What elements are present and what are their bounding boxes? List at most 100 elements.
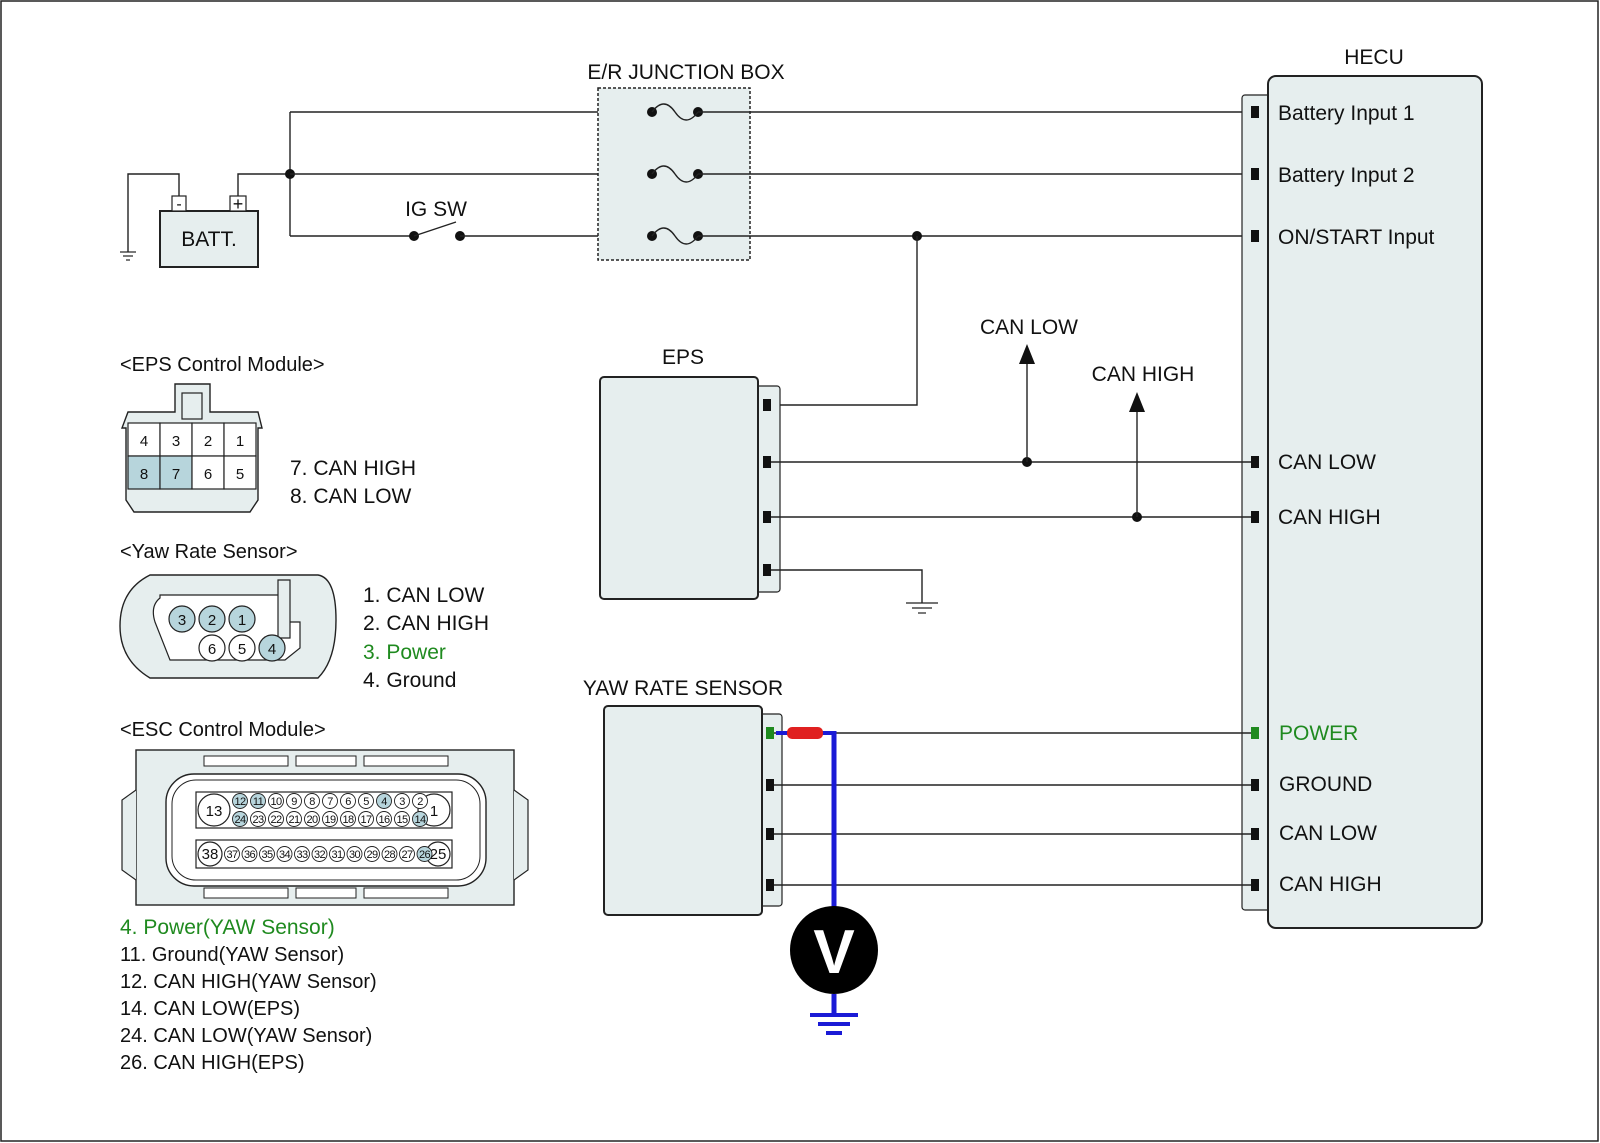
esc-pin-number: 28: [384, 849, 396, 861]
esc-pin-number: 12: [234, 796, 246, 808]
battery-ground-icon: [120, 251, 136, 261]
voltmeter: V: [776, 727, 878, 1035]
hecu-pin-label: POWER: [1279, 722, 1358, 745]
esc-pin-number: 13: [206, 803, 223, 820]
esc-pin-number: 29: [366, 849, 378, 861]
junction-box-label: E/R JUNCTION BOX: [587, 61, 784, 84]
yaw-pin-number: 5: [238, 641, 246, 658]
esc-pin-number: 4: [381, 796, 387, 808]
esc-pin-number: 8: [309, 796, 315, 808]
yaw-pin-number: 4: [268, 641, 276, 658]
battery: BATT. - +: [120, 173, 290, 268]
eps-pin-number: 5: [236, 466, 244, 483]
eps-pin-number: 4: [140, 433, 148, 450]
hecu-pin-label: GROUND: [1279, 773, 1372, 796]
yaw-pin-number: 3: [178, 612, 186, 629]
esc-pin-number: 20: [306, 814, 318, 826]
junction-box: E/R JUNCTION BOX: [587, 61, 785, 261]
hecu-pin-label: CAN HIGH: [1278, 506, 1381, 529]
eps-pin-number: 1: [236, 433, 244, 450]
voltmeter-ground-icon: [810, 1013, 858, 1035]
yaw-label: YAW RATE SENSOR: [583, 677, 783, 700]
eps-pin-number: 7: [172, 466, 180, 483]
esc-pin-number: 6: [345, 796, 351, 808]
yaw-rate-sensor: YAW RATE SENSOR: [583, 677, 783, 916]
eps-legend-item: 7. CAN HIGH: [290, 457, 416, 480]
hecu-label: HECU: [1344, 46, 1404, 69]
yaw-legend-item: 1. CAN LOW: [363, 584, 485, 607]
esc-pin-number: 1: [430, 803, 438, 820]
esc-legend-item: 11. Ground(YAW Sensor): [120, 944, 344, 966]
esc-pin-number: 27: [401, 849, 413, 861]
hecu-pin-label: CAN HIGH: [1279, 873, 1382, 896]
esc-pin-number: 18: [342, 814, 354, 826]
esc-pin-number: 7: [327, 796, 333, 808]
esc-pin-number: 38: [202, 846, 219, 863]
battery-body: [159, 210, 259, 268]
eps-module: EPS: [599, 346, 781, 600]
esc-pin-number: 31: [331, 849, 343, 861]
esc-pin-number: 24: [234, 814, 246, 826]
hecu-power-pin: [1251, 727, 1259, 739]
esc-pin-number: 25: [430, 846, 447, 863]
yaw-legend-item: 2. CAN HIGH: [363, 612, 489, 635]
yaw-legend-item: 3. Power: [363, 641, 446, 664]
esc-pin-number: 14: [414, 814, 426, 826]
esc-pin-number: 9: [291, 796, 297, 808]
eps-connector-title: <EPS Control Module>: [120, 354, 325, 376]
esc-legend-item: 14. CAN LOW(EPS): [120, 998, 300, 1020]
esc-pin-number: 5: [363, 796, 369, 808]
yaw-connector: <Yaw Rate Sensor> 3 2 1 6 5 4 1. CAN LOW…: [119, 541, 489, 692]
esc-legend-item: 24. CAN LOW(YAW Sensor): [120, 1025, 372, 1047]
esc-pin-number: 33: [296, 849, 308, 861]
esc-legend-item: 26. CAN HIGH(EPS): [120, 1052, 304, 1074]
eps-pin-number: 3: [172, 433, 180, 450]
voltmeter-symbol: V: [813, 918, 854, 987]
esc-pin-number: 17: [360, 814, 372, 826]
yaw-legend-item: 4. Ground: [363, 669, 456, 692]
battery-minus-label: -: [176, 196, 181, 213]
can-low-arrow-icon: [1019, 344, 1035, 364]
esc-pin-number: 22: [270, 814, 282, 826]
hecu-pin-label: ON/START Input: [1278, 226, 1435, 249]
hecu-module: HECU Battery Input 1 Battery Input 2 ON/…: [1241, 46, 1483, 929]
esc-pin-number: 3: [399, 796, 405, 808]
hecu-pin-label: Battery Input 1: [1278, 102, 1415, 125]
esc-pin-number: 37: [226, 849, 238, 861]
can-high-arrow-label: CAN HIGH: [1092, 363, 1195, 386]
esc-pin-number: 15: [396, 814, 408, 826]
esc-pin-number: 36: [244, 849, 256, 861]
hecu-pin-label: CAN LOW: [1279, 822, 1377, 845]
yaw-pin-number: 1: [238, 612, 246, 629]
eps-ground-icon: [906, 602, 938, 614]
esc-pin-number: 2: [417, 796, 423, 808]
esc-pin-number: 21: [288, 814, 300, 826]
esc-connector-title: <ESC Control Module>: [120, 719, 326, 741]
battery-plus-label: +: [233, 194, 244, 214]
probe-clip-icon: [787, 727, 823, 739]
battery-label: BATT.: [181, 228, 237, 251]
eps-pin-number: 6: [204, 466, 212, 483]
yaw-connector-title: <Yaw Rate Sensor>: [120, 541, 298, 563]
eps-pin-number: 8: [140, 466, 148, 483]
esc-legend-item: 4. Power(YAW Sensor): [120, 916, 335, 939]
esc-pin-number: 35: [261, 849, 273, 861]
esc-pin-number: 11: [253, 796, 264, 808]
ig-switch-label: IG SW: [405, 198, 467, 221]
eps-label: EPS: [662, 346, 704, 369]
voltmeter-icon: [790, 906, 878, 994]
esc-pin-number: 34: [279, 849, 291, 861]
esc-legend-item: 12. CAN HIGH(YAW Sensor): [120, 971, 377, 993]
esc-pin-number: 23: [252, 814, 264, 826]
hecu-pin-label: CAN LOW: [1278, 451, 1376, 474]
can-low-arrow-label: CAN LOW: [980, 316, 1078, 339]
can-high-arrow-icon: [1129, 392, 1145, 412]
hecu-pin-label: Battery Input 2: [1278, 164, 1415, 187]
eps-pin-number: 2: [204, 433, 212, 450]
eps-legend-item: 8. CAN LOW: [290, 485, 412, 508]
esc-pin-number: 19: [324, 814, 336, 826]
esc-pin-number: 10: [270, 796, 282, 808]
eps-connector: <EPS Control Module> 4 3 2 1 8 7 6 5 7. …: [120, 354, 416, 513]
